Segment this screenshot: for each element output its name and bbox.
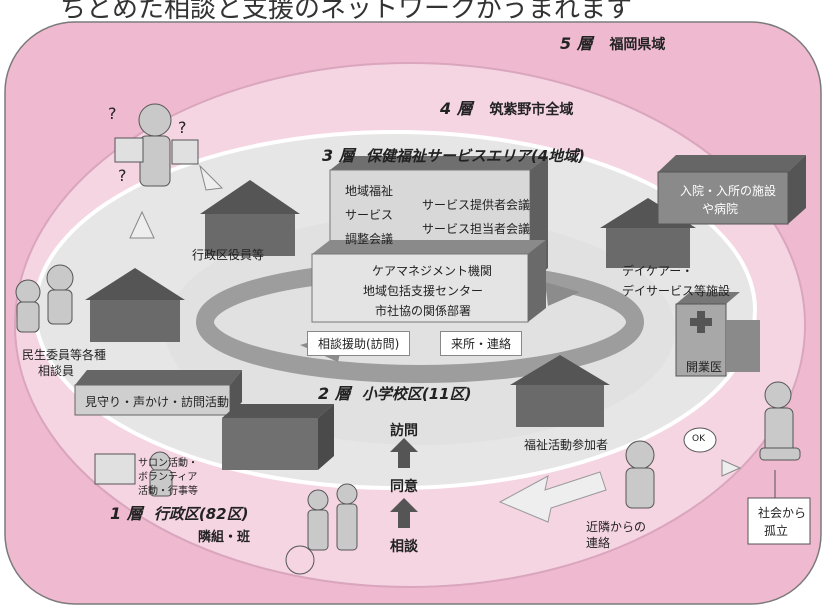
step-consult: 相談 — [390, 539, 418, 555]
center-front-line-2: 地域包括支援センター — [363, 284, 484, 298]
center-left-line-3: 調整会議 — [345, 232, 394, 246]
welfare-participants-label: 福祉活動参加者 — [524, 438, 609, 452]
house-minsei — [85, 268, 185, 342]
layer5-name: 福岡県域 — [609, 37, 666, 53]
person-elderly-icon — [114, 103, 199, 187]
neighbor-contact-arrow — [498, 471, 607, 523]
neighbor-contact-label-2: 連絡 — [586, 536, 611, 550]
layer3-number: 3 層 — [322, 146, 355, 165]
center-block — [311, 156, 548, 323]
clinic-block — [675, 292, 760, 377]
layer4-title: 4 層 筑紫野市全域 — [440, 95, 573, 119]
minsei-label-2: 相談員 — [38, 364, 75, 378]
hospital-block — [657, 155, 806, 225]
school-district-box — [222, 404, 334, 470]
salon-people-icon — [94, 451, 173, 497]
layer1-name: 行政区(82区) — [153, 505, 249, 523]
question-mark-3: ? — [118, 166, 127, 185]
layer1-title: 1 層 行政区(82区) — [110, 500, 248, 524]
small-arrow-2 — [129, 210, 155, 239]
center-right-line-2: サービス担当者会議 — [422, 222, 531, 236]
watch-label: 見守り・声かけ・訪問活動 — [85, 395, 230, 409]
house-ward-officer — [200, 180, 300, 256]
ok-bubble: OK — [692, 434, 705, 444]
question-mark-1: ? — [108, 104, 117, 123]
daycare-label-2: デイサービス等施設 — [622, 284, 731, 298]
layer3-name: 保健福祉サービスエリア(4地域) — [365, 147, 586, 165]
salon-label-2: ボランティア — [138, 472, 198, 483]
watch-banner-block — [74, 370, 242, 416]
salon-label-3: 活動・行事等 — [138, 486, 198, 497]
hospital-label-1: 入院・入所の施設 — [680, 184, 777, 198]
center-front-line-1: ケアマネジメント機関 — [372, 264, 493, 278]
layer3-title: 3 層 保健福祉サービスエリア(4地域) — [322, 142, 585, 166]
contact-label: 来所・連絡 — [440, 331, 523, 356]
exercise-people-icon — [285, 483, 358, 575]
ward-officers-label: 行政区役員等 — [192, 248, 265, 262]
question-mark-2: ? — [178, 118, 187, 137]
isolated-callout-box — [747, 497, 811, 545]
small-arrow-1 — [199, 164, 224, 191]
center-left-line-2: サービス — [345, 208, 394, 222]
isolated-label-1: 社会から — [758, 506, 807, 520]
person-minsei-icon — [15, 264, 74, 333]
minsei-label-1: 民生委員等各種 — [22, 348, 107, 362]
clinic-label: 開業医 — [686, 360, 723, 374]
layer2-number: 2 層 — [318, 384, 351, 403]
layer5-title: 5 層 福岡県域 — [560, 30, 665, 54]
center-right-line-1: サービス提供者会議 — [422, 198, 531, 212]
consult-visit-label: 相談援助(訪問) — [307, 331, 411, 356]
isolated-label-2: 孤立 — [764, 524, 789, 538]
layer2-title: 2 層 小学校区(11区) — [318, 380, 471, 404]
step-visit: 訪問 — [390, 423, 418, 439]
layer5-number: 5 層 — [560, 34, 593, 53]
neighbor-contact-label-1: 近隣からの — [586, 520, 647, 534]
phone-people-icon — [625, 427, 717, 509]
center-front-line-3: 市社協の関係部署 — [375, 304, 472, 318]
header-partial-title: ちとめた相談と支援のネットワークがうまれます — [60, 0, 633, 24]
house-welfare-participant — [510, 355, 610, 427]
layer1-sub: 隣組・班 — [198, 530, 251, 545]
layer1-number: 1 層 — [110, 504, 143, 523]
daycare-label-1: デイケアー・ — [622, 264, 694, 278]
salon-label-1: サロン活動・ — [138, 458, 198, 469]
step-consent: 同意 — [390, 479, 418, 495]
center-left-line-1: 地域福祉 — [345, 184, 394, 198]
layer2-name: 小学校区(11区) — [361, 385, 472, 403]
small-arrow-3 — [721, 459, 742, 477]
step-arrows — [390, 438, 418, 528]
layer4-number: 4 層 — [440, 99, 473, 118]
cycle-arrow-head-right — [545, 282, 580, 306]
hospital-label-2: や病院 — [702, 202, 739, 216]
person-isolated-icon — [759, 381, 801, 461]
layer4-name: 筑紫野市全域 — [489, 102, 574, 118]
